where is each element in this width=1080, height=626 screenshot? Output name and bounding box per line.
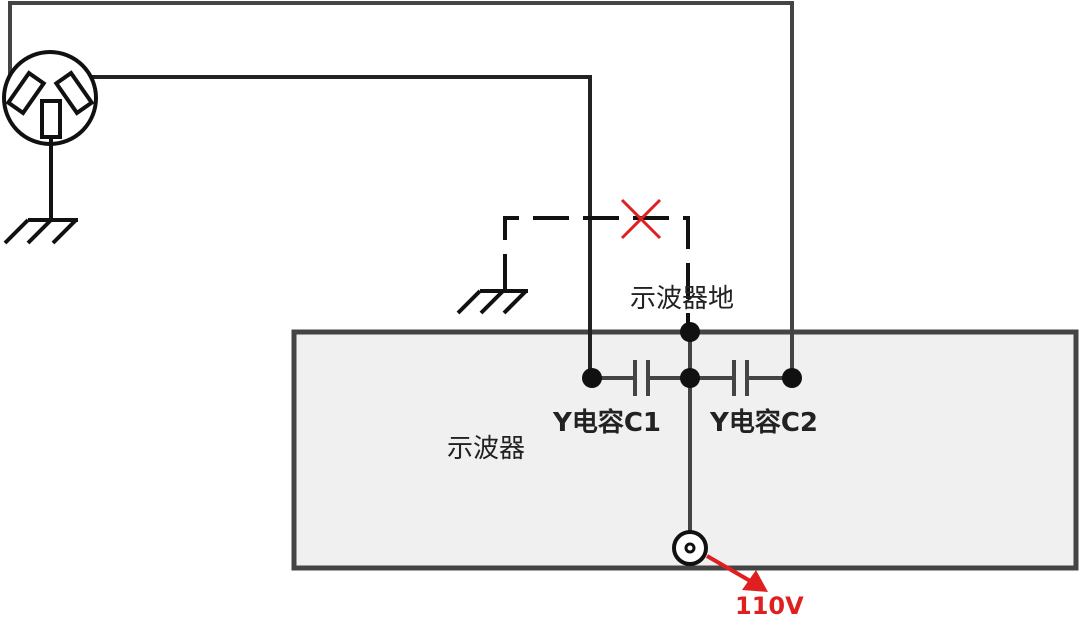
- ground-icon-2: [456, 289, 528, 315]
- ground-icon: [3, 137, 78, 245]
- disconnected-x-icon: [620, 198, 662, 240]
- capacitor-c2-label: Y电容C2: [710, 408, 818, 438]
- junction-dots: [582, 322, 802, 388]
- power-outlet-icon: [2, 50, 98, 146]
- broken-earth-wire: [503, 216, 690, 330]
- bnc-connector-icon: [672, 530, 708, 566]
- voltage-label: 110V: [735, 592, 804, 620]
- voltage-arrow-icon: [705, 554, 768, 592]
- scope-ground-label: 示波器地: [630, 284, 735, 314]
- wire-ground-pin: [8, 1, 794, 378]
- oscilloscope-label: 示波器: [447, 434, 526, 464]
- wire-line-pin: [90, 75, 592, 378]
- capacitor-c1-label: Y电容C1: [553, 408, 661, 438]
